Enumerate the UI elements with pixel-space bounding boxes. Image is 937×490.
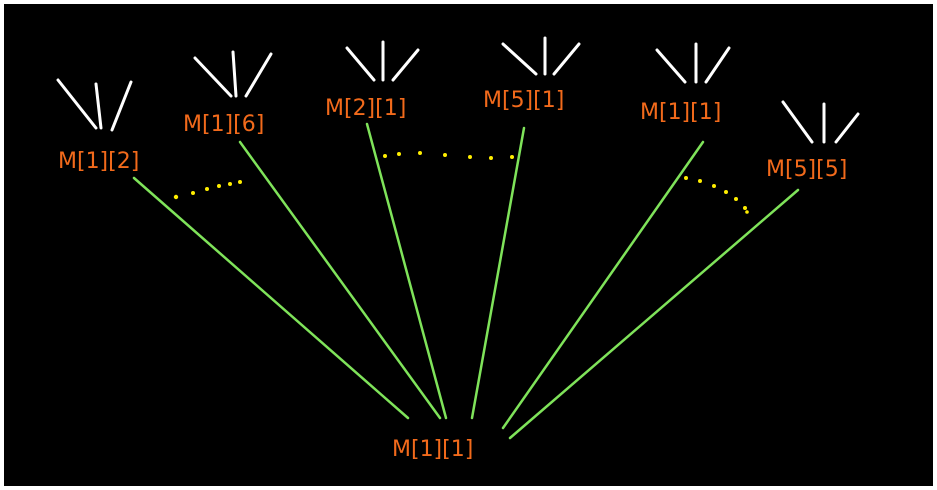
ellipsis-middle (383, 151, 514, 160)
edge-child-2 (238, 140, 442, 420)
node-labels: M[1][2] M[1][6] M[2][1] M[5][1] M[1][1] … (58, 88, 847, 462)
ellipsis-dots (173, 151, 749, 214)
sub-branch-child-5 (655, 42, 731, 84)
edges (132, 122, 800, 440)
edge-child-4 (470, 126, 526, 420)
edge-child-1 (132, 176, 410, 420)
node-child-5: M[1][1] (640, 100, 721, 125)
sub-branch-child-6 (781, 100, 860, 144)
sub-branch-child-1 (56, 78, 133, 132)
sub-branch-child-3 (345, 40, 420, 82)
node-root: M[1][1] (392, 437, 473, 462)
edge-child-6 (508, 188, 800, 440)
node-child-4: M[5][1] (483, 88, 564, 113)
edge-child-5 (501, 140, 705, 430)
sub-branch-child-2 (193, 50, 273, 98)
sub-branches (56, 36, 860, 144)
diagram-canvas (4, 4, 933, 486)
node-child-2: M[1][6] (183, 112, 264, 137)
ellipsis-right (684, 176, 749, 214)
node-child-3: M[2][1] (325, 96, 406, 121)
sub-branch-child-4 (501, 36, 581, 76)
edge-child-3 (365, 122, 448, 420)
ellipsis-left (173, 180, 242, 200)
node-child-6: M[5][5] (766, 157, 847, 182)
node-child-1: M[1][2] (58, 149, 139, 174)
